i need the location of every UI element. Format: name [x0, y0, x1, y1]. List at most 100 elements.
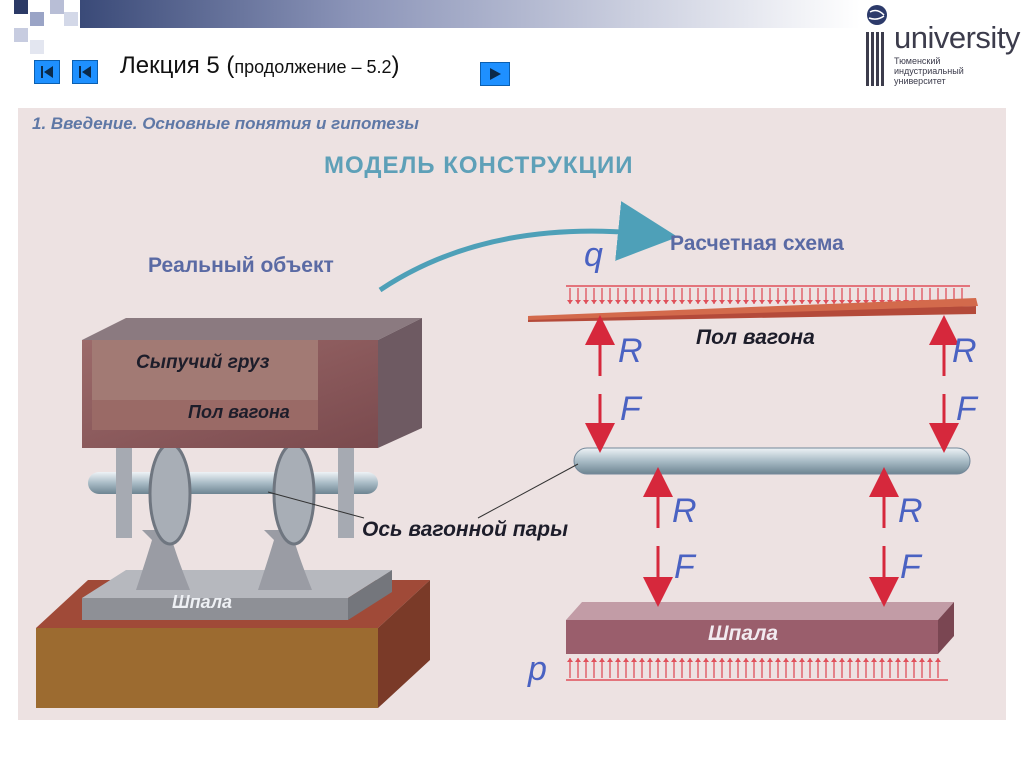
load-arrow-head [631, 658, 637, 662]
university-logo: university Тюменский индустриальный унив… [864, 4, 1020, 90]
label-bulk-cargo: Сыпучий груз [136, 352, 270, 373]
load-arrow-head [735, 658, 741, 662]
load-arrow-head [711, 300, 717, 304]
load-arrow-head [839, 658, 845, 662]
diagram-heading: МОДЕЛЬ КОНСТРУКЦИИ [324, 152, 634, 179]
transition-arrow [378, 201, 678, 293]
load-arrow-head [607, 658, 613, 662]
load-arrow-head [863, 300, 869, 304]
load-arrow-head [583, 658, 589, 662]
load-arrow-head [783, 658, 789, 662]
load-arrow-head [871, 658, 877, 662]
globe-icon [866, 5, 887, 86]
load-arrow-head [695, 658, 701, 662]
load-arrow-head [607, 300, 613, 304]
load-arrow-head [871, 300, 877, 304]
load-arrow-head [695, 300, 701, 304]
load-arrow-head [839, 300, 845, 304]
load-arrow-head [831, 300, 837, 304]
first-page-button[interactable] [34, 60, 60, 84]
axle-leader [477, 463, 579, 519]
load-arrow-head [663, 658, 669, 662]
load-arrow-head [647, 300, 653, 304]
previous-page-button[interactable] [72, 60, 98, 84]
next-page-icon [490, 68, 501, 80]
load-arrow-head [847, 658, 853, 662]
load-arrow-head [799, 658, 805, 662]
label-wagon-floor: Пол вагона [188, 402, 290, 422]
scheme-sleeper-top [566, 602, 954, 620]
label-real-object: Реальный объект [148, 254, 334, 277]
load-arrow-head [703, 300, 709, 304]
load-arrow-head [903, 658, 909, 662]
wheel [272, 442, 316, 546]
load-arrow-head [711, 658, 717, 662]
label-design-scheme: Расчетная схема [670, 232, 844, 255]
load-arrow-head [735, 300, 741, 304]
deco-square [64, 12, 78, 26]
symbol-R: R [672, 492, 697, 530]
load-arrow-head [815, 300, 821, 304]
load-arrow-head [775, 658, 781, 662]
load-arrow-head [575, 658, 581, 662]
deco-square [30, 40, 44, 54]
load-arrow-head [615, 300, 621, 304]
symbol-F: F [956, 390, 977, 428]
load-arrow-head [639, 300, 645, 304]
first-page-icon [41, 66, 53, 78]
header-gradient-bar [80, 0, 860, 28]
load-arrow-head [591, 300, 597, 304]
load-arrow-head [599, 658, 605, 662]
load-arrow-head [863, 658, 869, 662]
load-arrow-head [687, 300, 693, 304]
scheme-sleeper [566, 620, 938, 654]
load-arrow-head [639, 658, 645, 662]
symbol-p: p [528, 650, 547, 688]
load-arrow-head [751, 658, 757, 662]
load-arrow-head [615, 658, 621, 662]
load-arrow-head [663, 300, 669, 304]
logo-line: Тюменский [894, 56, 941, 66]
load-arrow-head [879, 658, 885, 662]
page-title: Лекция 5 (продолжение – 5.2) [120, 52, 400, 79]
load-arrow-head [727, 658, 733, 662]
deco-square [14, 0, 28, 14]
load-arrow-head [799, 300, 805, 304]
load-arrow-head [719, 658, 725, 662]
symbol-F: F [620, 390, 641, 428]
wheel [148, 442, 192, 546]
load-arrow-head [847, 300, 853, 304]
logo-line: университет [894, 76, 946, 86]
real-sleeper [82, 570, 392, 598]
load-arrow-head [895, 658, 901, 662]
load-arrow-head [599, 300, 605, 304]
load-arrow-head [775, 300, 781, 304]
label-axle: Ось вагонной пары [362, 518, 569, 541]
load-arrow-head [623, 658, 629, 662]
load-arrow-head [831, 658, 837, 662]
next-page-button[interactable] [480, 62, 510, 86]
load-arrow-head [719, 300, 725, 304]
symbol-R: R [618, 332, 643, 370]
symbol-R: R [952, 332, 977, 370]
wagon-floor-real [92, 400, 318, 430]
load-arrow-head [679, 300, 685, 304]
distributed-load-p [567, 658, 941, 678]
deco-square [14, 28, 28, 42]
load-arrow-head [679, 658, 685, 662]
load-arrow-head [935, 658, 941, 662]
load-arrow-head [591, 658, 597, 662]
load-arrow-head [911, 658, 917, 662]
wagon-box-top [82, 318, 422, 340]
scheme-axle [573, 447, 971, 475]
university-wordmark: university [894, 20, 1020, 55]
label-wagon-floor-scheme: Пол вагона [696, 326, 815, 349]
load-arrow-head [855, 300, 861, 304]
reaction-arrows [585, 315, 959, 607]
load-arrow-head [791, 658, 797, 662]
load-arrow-head [887, 658, 893, 662]
load-arrow-head [647, 658, 653, 662]
symbol-F: F [674, 548, 695, 586]
load-arrow-head [623, 300, 629, 304]
load-arrow-head [823, 658, 829, 662]
